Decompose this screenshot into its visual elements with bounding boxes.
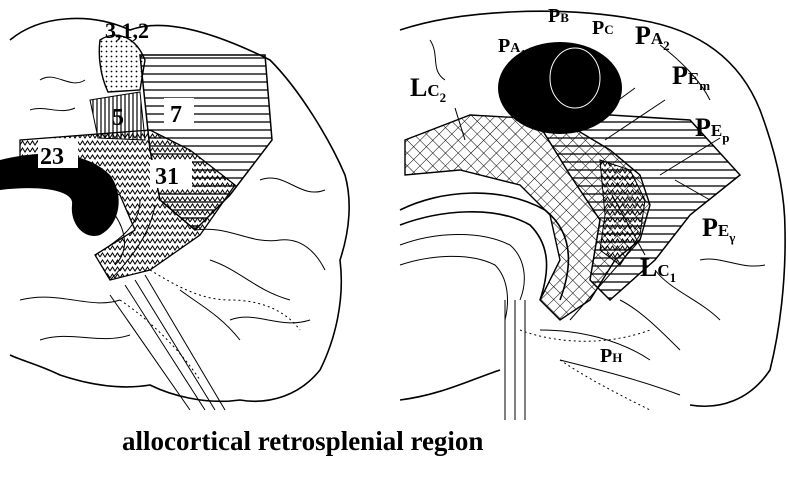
label-pc: PC <box>592 17 614 39</box>
label-area-7: 7 <box>170 102 182 128</box>
label-pem: PEm <box>672 61 710 93</box>
label-pb: PB <box>548 5 569 27</box>
label-pa1: PA1 <box>498 35 526 60</box>
label-area-312: 3,1,2 <box>105 18 149 43</box>
right-brain-panel <box>400 11 785 420</box>
label-pey: PEγ <box>702 213 735 245</box>
label-area-23: 23 <box>40 144 64 170</box>
label-area-5: 5 <box>112 105 124 131</box>
area-pc-region <box>550 48 600 108</box>
label-ph: PH <box>600 345 622 367</box>
label-area-31: 31 <box>155 164 179 190</box>
caption: allocortical retrosplenial region <box>122 426 483 456</box>
label-lc2: LC2 <box>410 73 446 105</box>
label-pep: PEp <box>695 113 729 145</box>
area-312-region <box>99 35 145 92</box>
label-lc1: LC1 <box>640 253 676 285</box>
left-brain-panel <box>0 19 349 410</box>
